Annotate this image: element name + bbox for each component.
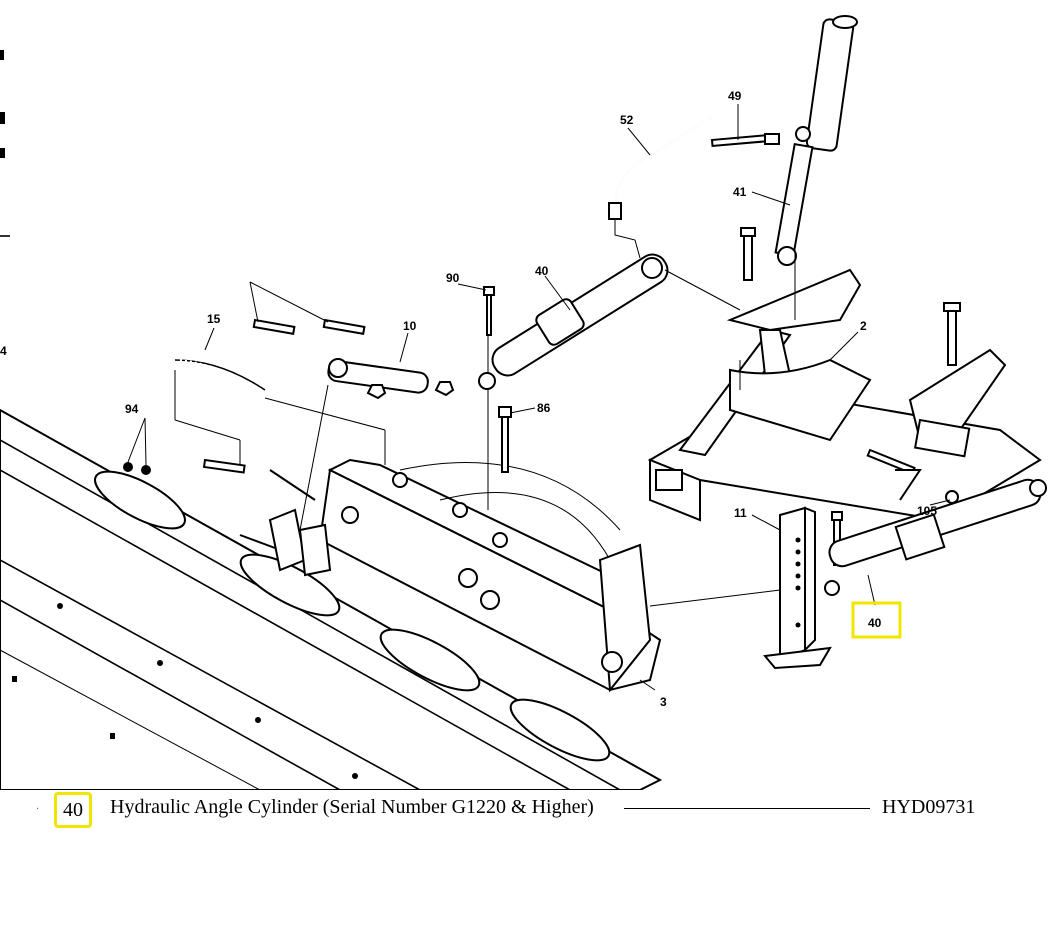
cylinder-41	[710, 15, 858, 266]
callout-highlight-box	[851, 601, 902, 639]
callout-41: 41	[733, 185, 747, 199]
spring-assembly	[123, 359, 386, 577]
callout-11: 11	[734, 506, 747, 520]
legend-item-description: Hydraulic Angle Cylinder (Serial Number …	[110, 796, 594, 818]
pivot-tube	[249, 281, 455, 531]
callout-15: 15	[207, 312, 221, 326]
hitch-frame	[647, 227, 1042, 522]
parts-legend-row: 40 Hydraulic Angle Cylinder (Serial Numb…	[50, 790, 1040, 828]
callout-10: 10	[403, 319, 417, 333]
callout-94: 94	[125, 402, 139, 416]
stand-11	[649, 506, 843, 670]
callout-40-upper: 40	[535, 264, 549, 278]
callout-90: 90	[446, 271, 460, 285]
deck-assembly	[0, 408, 663, 790]
callout-86: 86	[537, 401, 551, 415]
exploded-parts-diagram: 52 49 41 90 40 2 15 10 94 86 105 11 40 3…	[0, 15, 1047, 790]
callout-4: 4	[0, 344, 7, 358]
callout-40-lower: 40	[868, 616, 882, 630]
legend-item-number: 40	[54, 792, 92, 828]
left-edge-fragments	[0, 50, 10, 237]
cylinder-40-upper	[478, 253, 669, 390]
callout-2: 2	[860, 319, 867, 333]
callout-52: 52	[620, 113, 634, 127]
callout-3: 3	[660, 695, 667, 709]
legend-leader-rule	[624, 808, 870, 809]
callout-49: 49	[728, 89, 742, 103]
bullet-dot: ·	[36, 804, 40, 815]
cylinder-40-lower	[824, 478, 1047, 606]
bolts	[483, 286, 512, 510]
callout-labels: 52 49 41 90 40 2 15 10 94 86 105 11 40 3…	[0, 89, 937, 709]
legend-part-code: HYD09731	[882, 796, 976, 818]
leader-lines	[127, 104, 951, 691]
callout-105: 105	[917, 504, 937, 518]
